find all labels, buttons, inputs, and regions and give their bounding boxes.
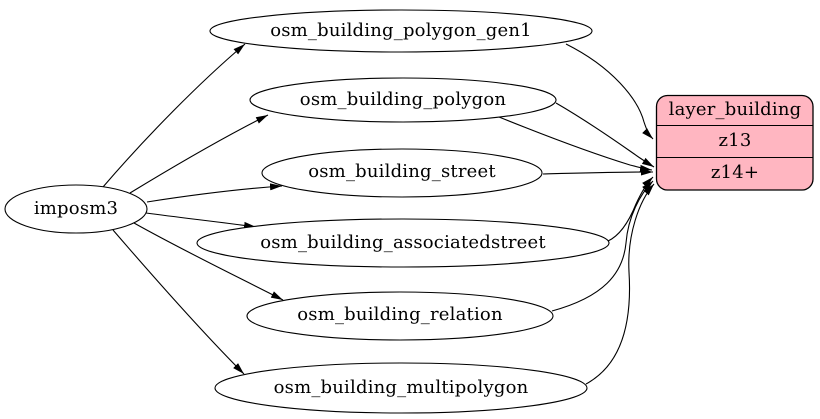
node-label-osm-building-polygon: osm_building_polygon [299, 89, 507, 110]
node-label-osm-building-street: osm_building_street [308, 161, 496, 182]
node-imposm3-ellipse [4, 184, 148, 234]
edge-imposm3-to-relation [133, 222, 284, 301]
node-label-osm-building-multipolygon: osm_building_multipolygon [273, 377, 529, 398]
layer-building-row-z13: z13 [718, 130, 752, 151]
edge-polygon-gen1-to-z13 [565, 43, 654, 140]
edge-associatedstreet-to-z14 [607, 176, 654, 242]
edge-multipolygon-to-z14 [585, 183, 655, 385]
node-osm-building-polygon-gen1-ellipse [209, 9, 593, 53]
edge-imposm3-to-polygon-gen1 [102, 43, 246, 188]
edge-relation-to-z14 [551, 180, 654, 312]
edge-imposm3-to-multipolygon [112, 229, 245, 375]
edge-imposm3-to-polygon [129, 114, 269, 194]
node-label-imposm3: imposm3 [33, 198, 119, 219]
node-label-osm-building-relation: osm_building_relation [297, 304, 503, 325]
edge-street-to-z14 [542, 168, 654, 176]
node-osm-building-associatedstreet-ellipse [196, 218, 610, 268]
node-label-osm-building-polygon-gen1: osm_building_polygon_gen1 [270, 20, 532, 41]
edge-polygon-to-z14 [555, 102, 655, 168]
node-label-osm-building-associatedstreet: osm_building_associatedstreet [260, 232, 546, 253]
node-osm-building-multipolygon-ellipse [214, 362, 588, 414]
layer-building-row-z14plus: z14+ [710, 162, 760, 183]
layer-building-box [655, 94, 814, 191]
layer-building-title: layer_building [668, 99, 802, 120]
node-osm-building-relation-ellipse [246, 291, 554, 341]
node-osm-building-polygon-ellipse [249, 77, 557, 123]
edge-imposm3-to-associatedstreet [145, 212, 257, 229]
node-osm-building-street-ellipse [261, 148, 543, 198]
edge-imposm3-to-street [146, 183, 283, 203]
node-layer-building-record [655, 94, 814, 191]
